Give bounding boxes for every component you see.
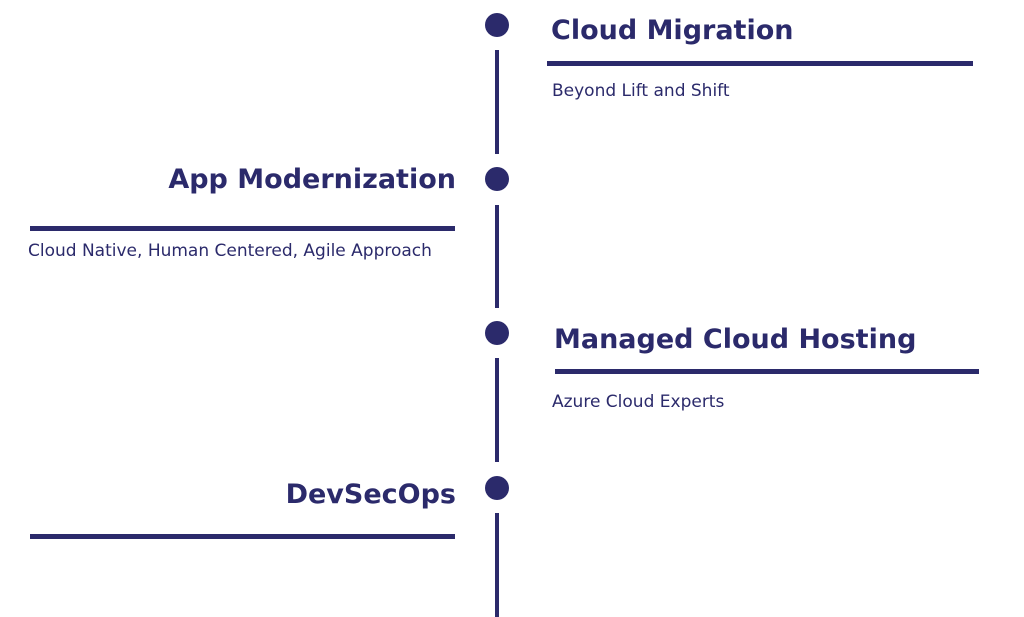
item-title-managed-cloud-hosting: Managed Cloud Hosting — [554, 324, 917, 355]
timeline-segment-2 — [495, 205, 499, 308]
item-title-devsecops: DevSecOps — [285, 479, 456, 510]
timeline-segment-1 — [495, 50, 499, 154]
item-underline-cloud-migration — [547, 61, 973, 66]
item-subtitle-managed-cloud-hosting: Azure Cloud Experts — [552, 392, 725, 412]
timeline-segment-4 — [495, 513, 499, 617]
timeline-node-managed-cloud-hosting — [485, 321, 509, 345]
item-subtitle-app-modernization: Cloud Native, Human Centered, Agile Appr… — [28, 241, 432, 261]
item-underline-app-modernization — [30, 226, 455, 231]
item-title-cloud-migration: Cloud Migration — [551, 15, 794, 46]
timeline-segment-3 — [495, 358, 499, 462]
timeline-node-cloud-migration — [485, 13, 509, 37]
timeline-node-devsecops — [485, 476, 509, 500]
timeline-node-app-modernization — [485, 167, 509, 191]
item-underline-devsecops — [30, 534, 455, 539]
item-underline-managed-cloud-hosting — [555, 369, 979, 374]
item-subtitle-cloud-migration: Beyond Lift and Shift — [552, 81, 730, 101]
item-title-app-modernization: App Modernization — [168, 164, 456, 195]
